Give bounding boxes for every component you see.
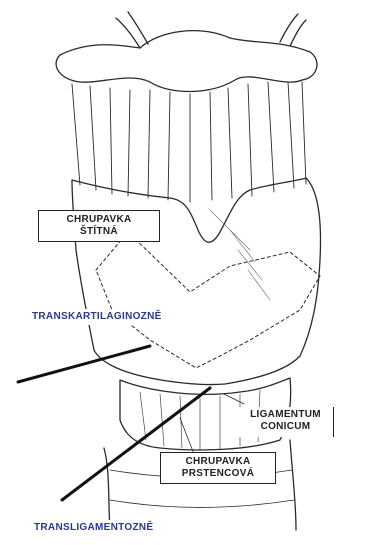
transcartilaginous-label: TRANSKARTILAGINOZNĚ [28, 309, 200, 325]
cricoid-cartilage-label-line2: PRSTENCOVÁ [161, 468, 275, 480]
transcartilaginous-needle [18, 346, 150, 382]
transcartilaginous-text: TRANSKARTILAGINOZNĚ [32, 311, 162, 322]
hyoid-horn-right [280, 14, 306, 46]
hyoid-bone [56, 31, 317, 92]
ligamentum-conicum-label: LIGAMENTUM CONICUM [238, 407, 334, 437]
thyroid-cartilage-outline [72, 178, 320, 385]
thyrohyoid-membrane [72, 82, 306, 202]
ligamentum-conicum-line2: CONICUM [238, 421, 333, 433]
transligamentous-text: TRANSLIGAMENTOZNĚ [34, 522, 153, 533]
ligamentum-conicum-line1: LIGAMENTUM [238, 409, 333, 421]
thyroid-cartilage-label: CHRUPAVKA ŠTÍTNÁ [38, 210, 160, 242]
thyroid-cartilage-label-line2: ŠTÍTNÁ [39, 226, 159, 238]
transligamentous-label: TRANSLIGAMENTOZNĚ [30, 520, 200, 536]
hyoid-horn-left [116, 12, 148, 48]
thyroid-cartilage-label-line1: CHRUPAVKA [39, 214, 159, 226]
incision-outline [96, 232, 320, 368]
cricoid-cartilage-label-line1: CHRUPAVKA [161, 456, 275, 468]
cricoid-cartilage-label: CHRUPAVKA PRSTENCOVÁ [160, 452, 276, 484]
